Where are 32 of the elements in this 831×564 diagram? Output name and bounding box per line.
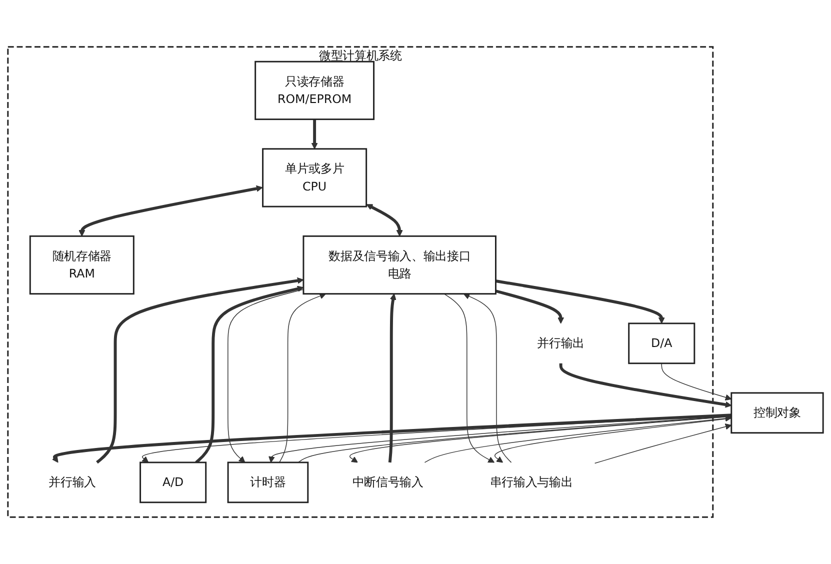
arrow [349,416,732,463]
arrow [594,423,732,464]
arrow [142,414,732,463]
node-box: 只读存储器 ROM/EPROM [254,60,375,120]
arrow [78,185,263,236]
arrow [279,292,326,463]
arrow [494,418,732,463]
node-box: 随机存储器 RAM [29,235,134,295]
arrow [96,277,304,464]
arrow [366,204,403,236]
arrow [388,294,396,463]
arrow [444,293,495,463]
arrow [424,415,732,463]
arrow [496,280,665,324]
node-text: 并行输出 [537,336,584,350]
node-box: A/D [140,462,207,504]
node-text: 串行输入与输出 [490,475,573,490]
arrow [195,286,304,464]
node-text: 中断信号输入 [352,475,424,490]
node-box: D/A [628,322,696,364]
arrow [661,362,732,401]
node-box: 计时器 [227,462,309,504]
node-box: 数据及信号输入、输出接口电路 [302,235,496,295]
node-text: 并行输入 [48,475,96,490]
arrow [559,363,732,408]
arrow [228,289,304,463]
arrow [463,293,512,463]
node-box: 控制对象 [730,392,824,434]
arrow [311,119,318,150]
arrow [495,290,564,324]
arrow [52,414,732,463]
node-box: 单片或多片 CPU [262,148,368,208]
